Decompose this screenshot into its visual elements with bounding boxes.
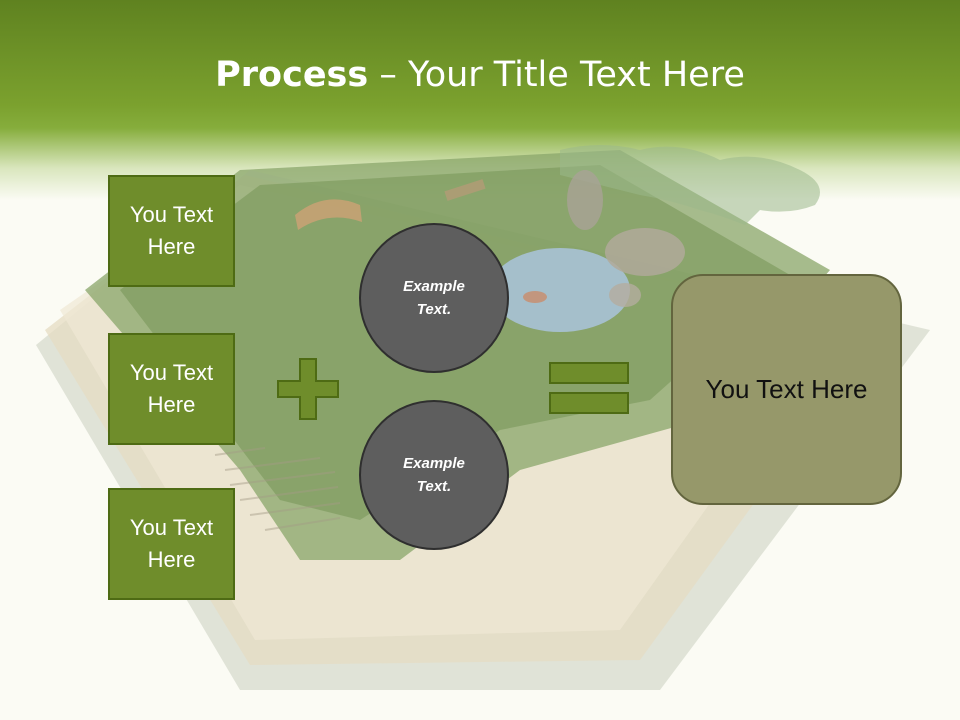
text-box-3[interactable]: You Text Here bbox=[108, 488, 235, 600]
text-box-label: You Text Here bbox=[129, 202, 214, 259]
circle-label: Example Text. bbox=[403, 455, 465, 495]
title-bold: Process bbox=[215, 55, 369, 95]
text-box-label: You Text Here bbox=[129, 515, 214, 572]
example-circle-2[interactable]: Example Text. bbox=[359, 400, 509, 550]
plus-icon bbox=[277, 358, 339, 420]
text-box-2[interactable]: You Text Here bbox=[108, 333, 235, 445]
circle-label: Example Text. bbox=[403, 278, 465, 318]
text-box-1[interactable]: You Text Here bbox=[108, 175, 235, 287]
title-rest: – Your Title Text Here bbox=[368, 55, 745, 95]
example-circle-1[interactable]: Example Text. bbox=[359, 223, 509, 373]
slide-title: Process – Your Title Text Here bbox=[0, 52, 960, 98]
result-box[interactable]: You Text Here bbox=[671, 274, 902, 505]
result-label: You Text Here bbox=[705, 374, 868, 404]
equals-icon bbox=[549, 362, 629, 414]
text-box-label: You Text Here bbox=[129, 360, 214, 417]
